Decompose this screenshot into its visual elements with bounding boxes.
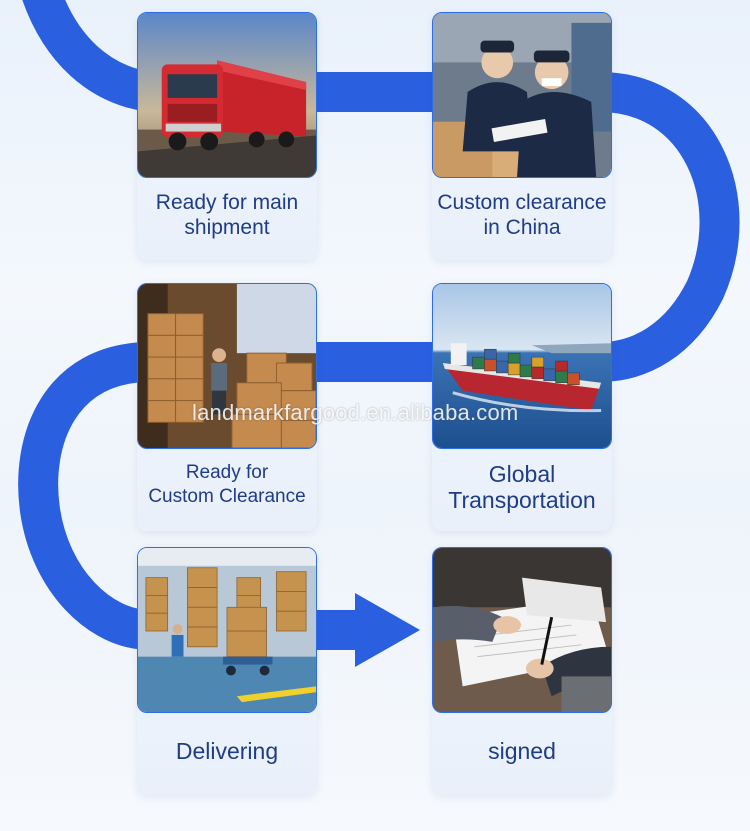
step-label: Delivering bbox=[175, 738, 279, 764]
watermark-text: landmarkfargood.en.alibaba.com bbox=[192, 400, 519, 425]
step-label: Global Transportation bbox=[448, 461, 596, 513]
step-ready-for-custom-clearance: Ready for Custom Clearance bbox=[137, 283, 317, 531]
customs-officer-photo bbox=[432, 12, 612, 178]
container-loading-photo bbox=[137, 283, 317, 449]
step-label: signed bbox=[488, 738, 556, 764]
cargo-ship-photo bbox=[432, 283, 612, 449]
step-label: Custom clearance in China bbox=[437, 191, 607, 239]
signing-document-photo bbox=[432, 547, 612, 713]
step-ready-for-main-shipment: Ready for main shipment bbox=[137, 12, 317, 260]
step-delivering: Delivering bbox=[137, 547, 317, 795]
step-custom-clearance-in-china: Custom clearance in China bbox=[432, 12, 612, 260]
warehouse-photo bbox=[137, 547, 317, 713]
step-label: Ready for Custom Clearance bbox=[148, 462, 306, 507]
step-global-transportation: Global Transportation bbox=[432, 283, 612, 531]
step-signed: signed bbox=[432, 547, 612, 795]
truck-photo bbox=[137, 12, 317, 178]
step-label: Ready for main shipment bbox=[155, 191, 299, 239]
